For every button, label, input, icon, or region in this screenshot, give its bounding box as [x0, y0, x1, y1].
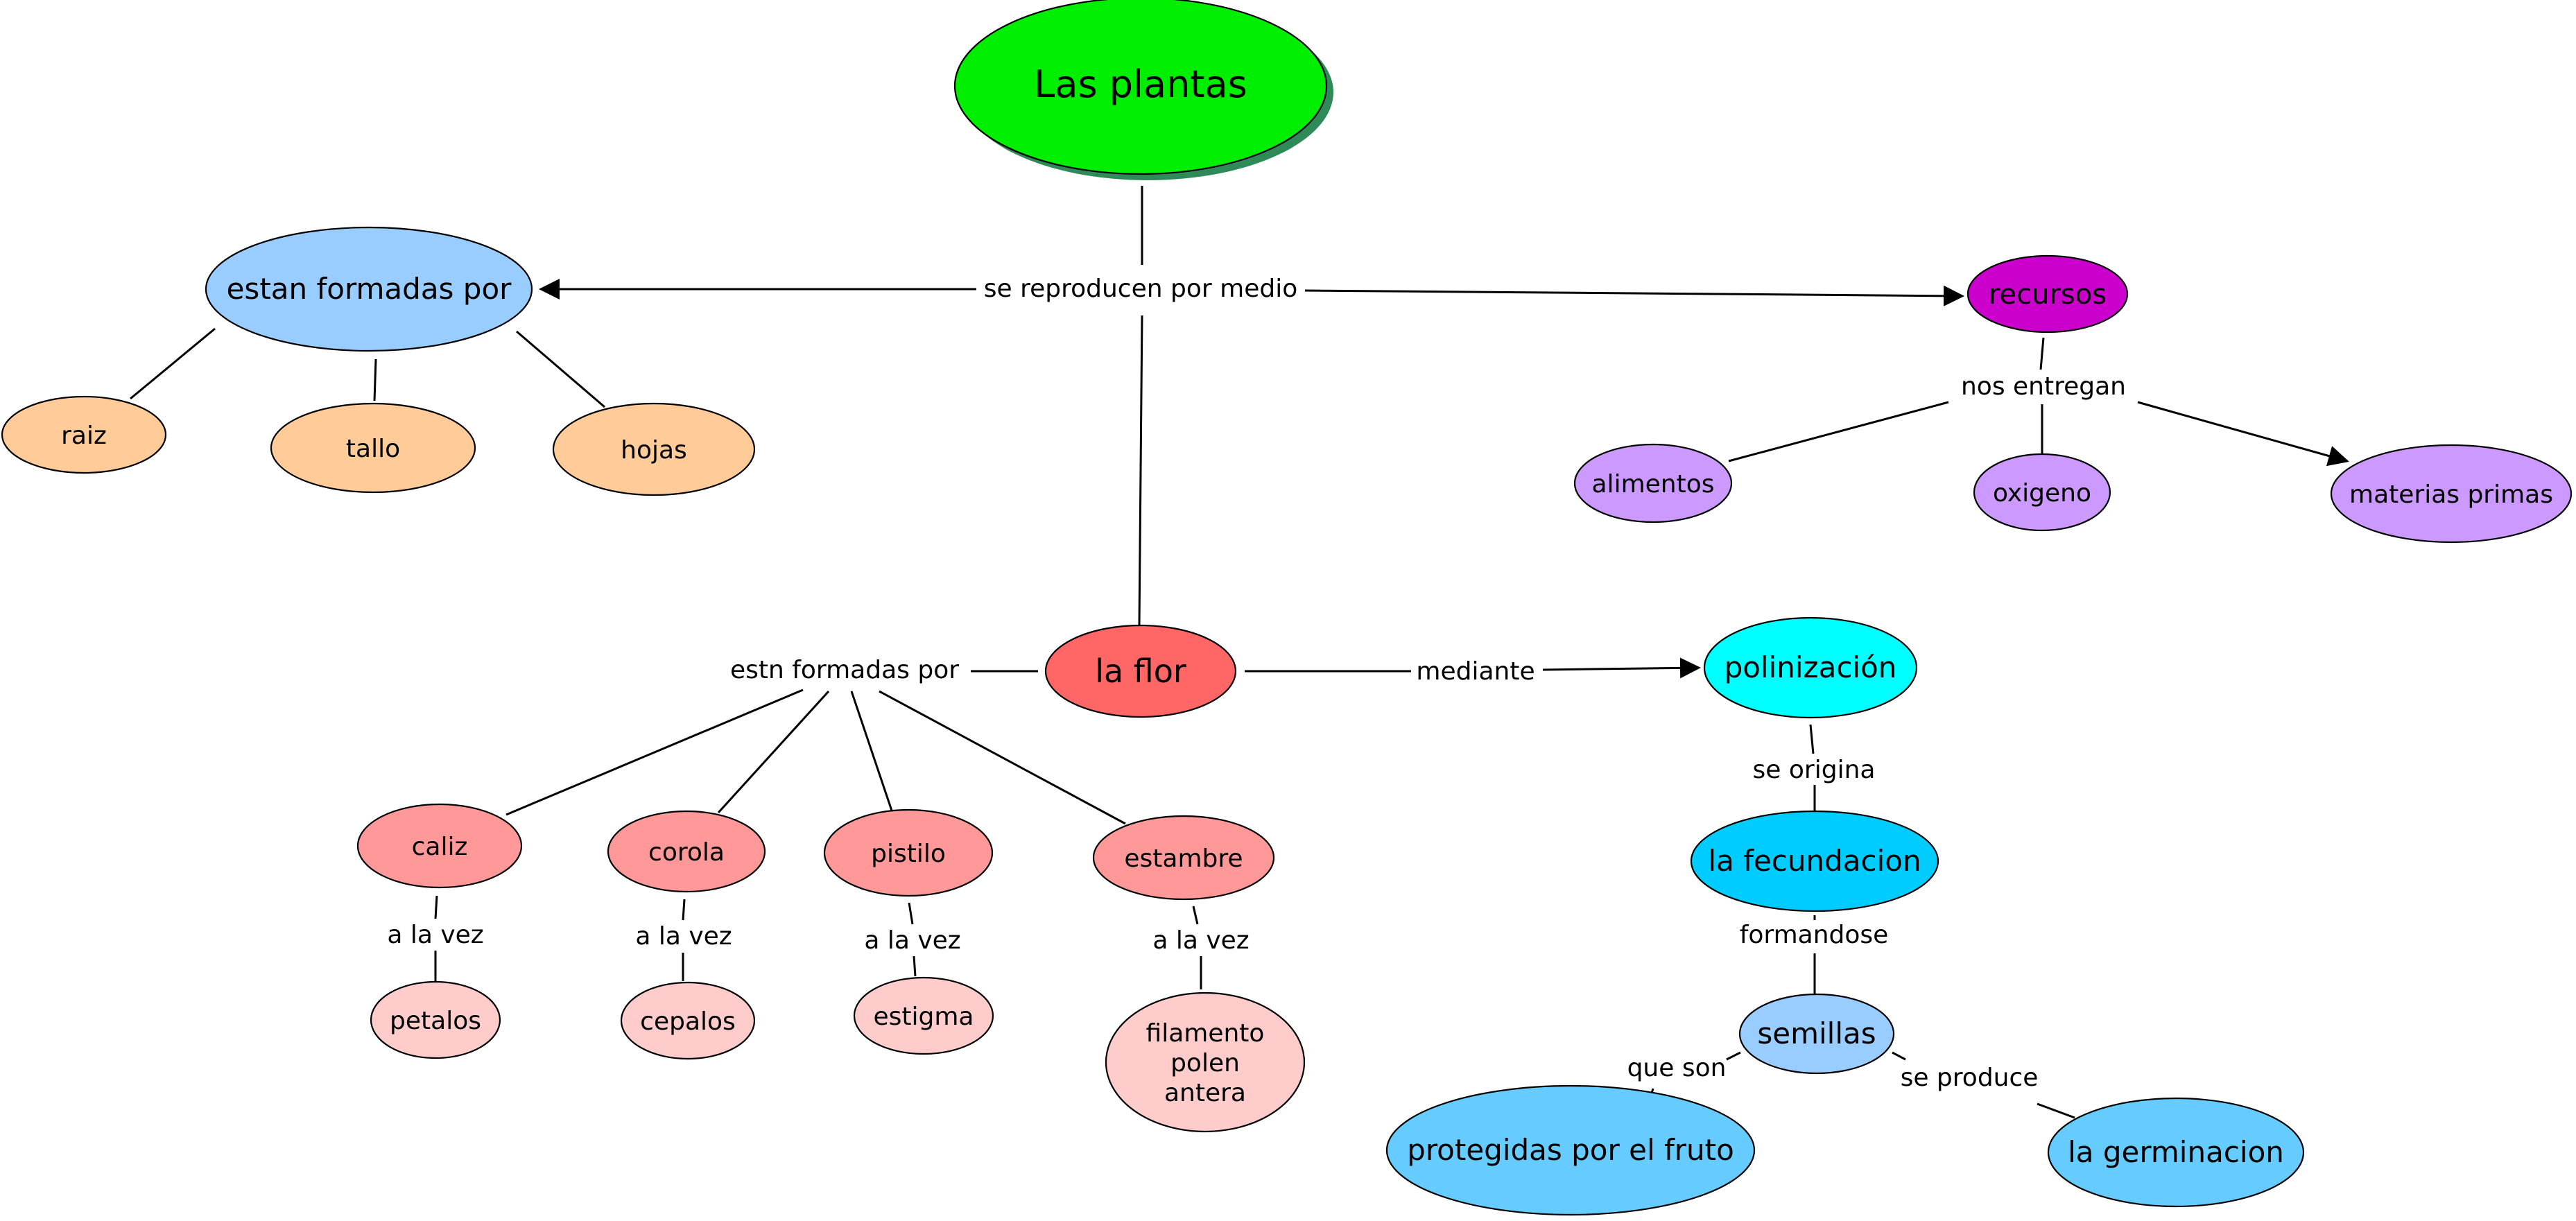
- node-semillas[interactable]: semillas: [1738, 993, 1895, 1075]
- svg-text:caliz: caliz: [412, 833, 468, 861]
- svg-text:hojas: hojas: [621, 436, 687, 465]
- edge-produce-to-germinacion: [2037, 1102, 2075, 1119]
- svg-text:mediante: mediante: [1416, 657, 1535, 686]
- link-label-estn[interactable]: estn formadas por: [728, 653, 964, 688]
- edge-reproducen-to-flor: [1138, 315, 1143, 626]
- node-raiz[interactable]: raiz: [1, 395, 167, 474]
- svg-text:estan formadas por: estan formadas por: [227, 272, 512, 306]
- svg-text:a la vez: a la vez: [635, 922, 732, 951]
- svg-text:estn formadas por: estn formadas por: [730, 656, 959, 684]
- svg-text:la fecundacion: la fecundacion: [1708, 844, 1921, 878]
- edge-formadas-to-raiz: [130, 327, 216, 400]
- svg-text:estambre: estambre: [1124, 845, 1243, 873]
- edge-corola-to-alavez: [682, 899, 686, 921]
- node-cepalos[interactable]: cepalos: [620, 981, 756, 1060]
- edge-reproducen-to-recursos[interactable]: [1304, 285, 1964, 306]
- node-oxigeno[interactable]: oxigeno: [1973, 453, 2111, 532]
- svg-text:Las plantas: Las plantas: [1034, 62, 1247, 106]
- node-la-flor[interactable]: la flor: [1044, 624, 1237, 718]
- edge-estn-to-corola: [717, 690, 830, 814]
- svg-text:formandose: formandose: [1740, 921, 1889, 949]
- svg-text:a la vez: a la vez: [864, 926, 960, 955]
- svg-text:tallo: tallo: [346, 435, 400, 463]
- node-la-germinacion[interactable]: la germinacion: [2047, 1097, 2305, 1208]
- node-petalos[interactable]: petalos: [370, 980, 501, 1059]
- svg-text:a la vez: a la vez: [1152, 926, 1249, 955]
- edge-formadas-to-hojas: [516, 330, 605, 408]
- svg-text:a la vez: a la vez: [387, 921, 483, 949]
- edge-alavez-to-estigma: [913, 955, 917, 977]
- link-label-reproducen[interactable]: se reproducen por medio: [976, 269, 1305, 308]
- svg-text:materias primas: materias primas: [2349, 480, 2553, 509]
- node-protegidas-por-el-fruto[interactable]: protegidas por el fruto: [1385, 1084, 1756, 1216]
- svg-text:la flor: la flor: [1095, 652, 1186, 690]
- svg-text:petalos: petalos: [390, 1007, 481, 1035]
- node-las-plantas[interactable]: Las plantas: [953, 0, 1333, 180]
- svg-text:se reproducen por medio: se reproducen por medio: [984, 275, 1297, 303]
- link-label-alavez-estambre[interactable]: a la vez: [1148, 925, 1254, 955]
- node-polinizacion[interactable]: polinización: [1703, 616, 1918, 719]
- node-la-fecundacion[interactable]: la fecundacion: [1690, 810, 1939, 912]
- node-pistilo[interactable]: pistilo: [823, 808, 994, 897]
- node-hojas[interactable]: hojas: [552, 402, 756, 496]
- svg-text:alimentos: alimentos: [1592, 470, 1715, 499]
- link-label-alavez-caliz[interactable]: a la vez: [383, 919, 488, 950]
- svg-text:raiz: raiz: [61, 422, 107, 450]
- link-label-alavez-pistilo[interactable]: a la vez: [860, 925, 965, 955]
- edge-mediante-to-polinizacion[interactable]: [1542, 657, 1701, 679]
- svg-text:cepalos: cepalos: [640, 1007, 736, 1036]
- svg-text:corola: corola: [648, 838, 725, 867]
- edge-semillas-to-produce: [1892, 1051, 1906, 1061]
- edge-formadas-to-tallo: [373, 358, 377, 401]
- link-label-origina[interactable]: se origina: [1747, 754, 1881, 785]
- edge-semillas-to-queson: [1726, 1051, 1741, 1061]
- link-label-alavez-corola[interactable]: a la vez: [631, 921, 736, 951]
- svg-text:recursos: recursos: [1989, 279, 2107, 311]
- edge-estn-to-caliz: [505, 689, 804, 816]
- node-estambre[interactable]: estambre: [1092, 815, 1275, 901]
- edge-recursos-to-entregan: [2039, 337, 2045, 370]
- svg-text:polen: polen: [1170, 1049, 1240, 1077]
- node-filamento-polen-antera[interactable]: filamento polen antera: [1105, 991, 1306, 1133]
- svg-text:filamento: filamento: [1146, 1019, 1265, 1048]
- edge-pistilo-to-alavez: [908, 902, 914, 925]
- link-label-mediante[interactable]: mediante: [1415, 655, 1538, 689]
- node-estan-formadas-por[interactable]: estan formadas por: [205, 226, 533, 352]
- svg-text:semillas: semillas: [1757, 1016, 1876, 1050]
- edge-estn-to-estambre: [879, 690, 1126, 825]
- node-tallo[interactable]: tallo: [270, 402, 476, 494]
- svg-text:antera: antera: [1164, 1079, 1246, 1107]
- node-estigma[interactable]: estigma: [853, 976, 994, 1055]
- node-recursos[interactable]: recursos: [1966, 254, 2129, 334]
- edge-polinizacion-to-origina: [1809, 724, 1815, 754]
- edge-estambre-to-alavez: [1192, 906, 1199, 925]
- svg-text:la germinacion: la germinacion: [2068, 1135, 2284, 1169]
- edge-caliz-to-alavez: [434, 895, 438, 919]
- svg-text:se produce: se produce: [1901, 1064, 2039, 1092]
- link-label-formandose[interactable]: formandose: [1734, 921, 1894, 953]
- svg-text:pistilo: pistilo: [871, 840, 946, 868]
- svg-text:que son: que son: [1627, 1054, 1727, 1082]
- node-alimentos[interactable]: alimentos: [1573, 443, 1733, 523]
- svg-text:nos entregan: nos entregan: [1961, 372, 2126, 401]
- link-label-produce[interactable]: se produce: [1896, 1064, 2042, 1096]
- node-caliz[interactable]: caliz: [356, 803, 523, 889]
- svg-text:polinización: polinización: [1724, 650, 1897, 684]
- svg-text:estigma: estigma: [873, 1003, 974, 1031]
- link-label-queson[interactable]: que son: [1620, 1054, 1726, 1084]
- svg-text:se origina: se origina: [1753, 756, 1876, 784]
- edge-entregan-to-alimentos: [1728, 401, 1949, 462]
- node-corola[interactable]: corola: [607, 810, 766, 893]
- svg-text:protegidas por el fruto: protegidas por el fruto: [1407, 1133, 1734, 1167]
- edge-entregan-to-materias: [2137, 401, 2349, 467]
- link-label-entregan[interactable]: nos entregan: [1955, 370, 2130, 404]
- node-materias-primas[interactable]: materias primas: [2330, 444, 2573, 544]
- svg-text:oxigeno: oxigeno: [1993, 479, 2091, 508]
- edge-estn-to-pistilo: [850, 691, 894, 813]
